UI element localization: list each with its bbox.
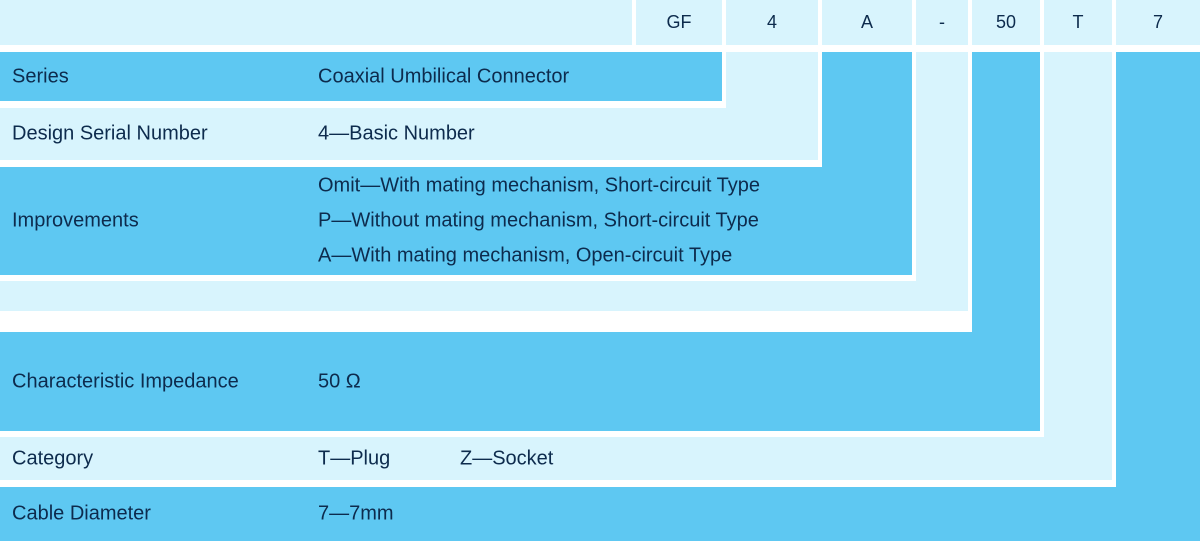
row-improvements: Improvements Omit—With mating mechanism,…	[0, 167, 912, 275]
column-bar-category	[1044, 52, 1112, 437]
code-cell-improvements: A	[860, 12, 873, 32]
column-bar-separator	[916, 52, 968, 281]
row-category: Category T—Plug Z—Socket	[0, 437, 1112, 480]
header-separator	[818, 0, 822, 45]
cable-diameter-label: Cable Diameter	[12, 502, 151, 525]
code-header-row: GF 4 A - 50 T 7	[0, 0, 1200, 45]
header-separator	[912, 0, 916, 45]
column-bar-improvements	[822, 52, 912, 167]
header-separator	[968, 0, 972, 45]
row-cable-diameter: Cable Diameter 7—7mm	[0, 487, 1200, 541]
column-bar-cable-diameter	[1116, 52, 1200, 487]
improvements-options: Omit—With mating mechanism, Short-circui…	[318, 169, 760, 274]
category-label: Category	[12, 447, 94, 469]
improvements-option-a: A—With mating mechanism, Open-circuit Ty…	[318, 244, 733, 267]
code-cell-design-serial: 4	[766, 12, 777, 32]
row-series: Series Coaxial Umbilical Connector	[0, 52, 722, 101]
improvements-option-p: P—Without mating mechanism, Short-circui…	[318, 209, 759, 232]
header-separator	[722, 0, 726, 45]
series-value: Coaxial Umbilical Connector	[318, 65, 570, 87]
category-socket-value: Z—Socket	[460, 447, 554, 469]
improvements-option-omit: Omit—With mating mechanism, Short-circui…	[318, 174, 760, 197]
code-cell-separator: -	[939, 12, 945, 32]
category-plug-value: T—Plug	[318, 447, 391, 469]
series-label: Series	[12, 65, 69, 87]
improvements-label: Improvements	[12, 209, 139, 232]
header-separator	[1112, 0, 1116, 45]
design-serial-number-value: 4—Basic Number	[318, 122, 475, 145]
row-characteristic-impedance: Characteristic Impedance 50 Ω	[0, 332, 1040, 431]
code-cell-cable-diameter: 7	[1152, 12, 1163, 32]
header-separator	[632, 0, 636, 45]
column-bar-impedance	[972, 52, 1040, 332]
characteristic-impedance-label: Characteristic Impedance	[12, 370, 239, 392]
code-cell-series: GF	[666, 12, 692, 32]
cable-diameter-value: 7—7mm	[318, 502, 394, 525]
code-cell-category: T	[1072, 12, 1084, 32]
row-separator-spacer	[0, 281, 968, 311]
column-bar-design-serial	[726, 52, 818, 108]
row-design-serial-number: Design Serial Number 4—Basic Number	[0, 108, 818, 160]
code-cell-impedance: 50	[995, 12, 1017, 32]
characteristic-impedance-value: 50 Ω	[318, 370, 361, 392]
header-separator	[1040, 0, 1044, 45]
design-serial-number-label: Design Serial Number	[12, 122, 208, 145]
